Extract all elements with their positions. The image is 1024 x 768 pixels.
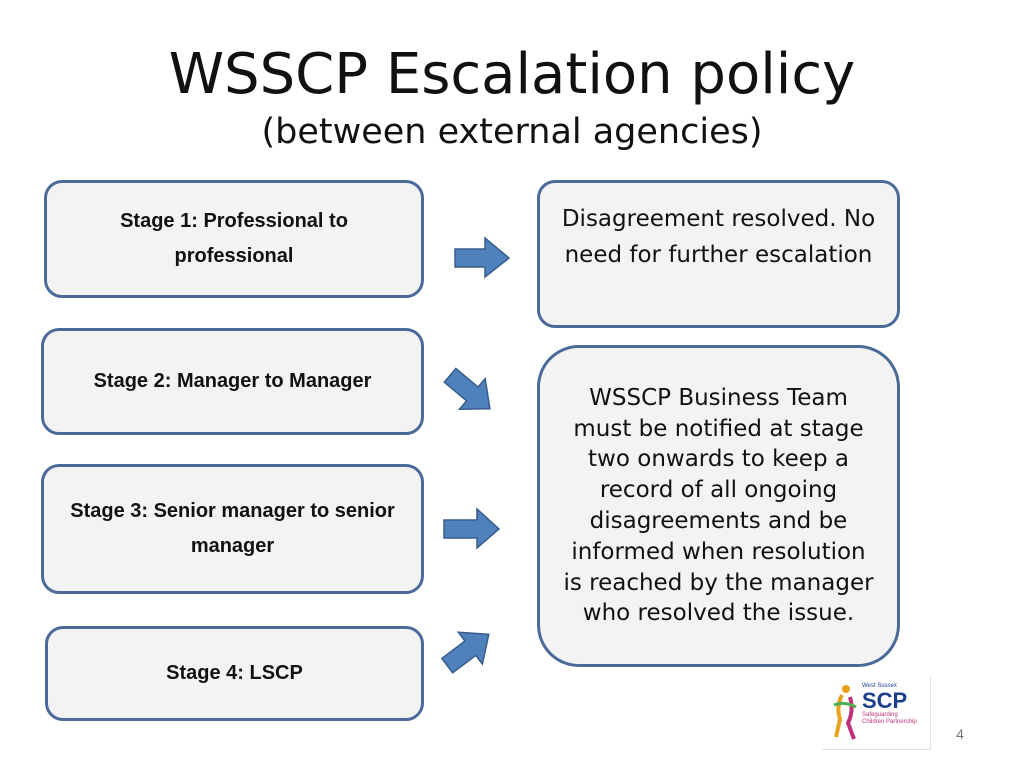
slide-subtitle: (between external agencies) — [261, 112, 763, 152]
resolved-outcome-text: Disagreement resolved. No need for furth… — [561, 206, 876, 268]
stage-3-label: Stage 3: Senior manager to senior manage… — [70, 500, 395, 557]
business-team-text: WSSCP Business Team must be notified at … — [563, 384, 874, 627]
arrow-stage-4-icon — [440, 631, 490, 674]
stage-2-box: Stage 2: Manager to Manager — [41, 328, 424, 435]
resolved-outcome-box: Disagreement resolved. No need for furth… — [537, 180, 900, 328]
arrow-stage-1-icon — [454, 236, 511, 279]
stage-1-box: Stage 1: Professional to professional — [44, 180, 424, 298]
logo-tagline-1: Safeguarding — [862, 712, 898, 718]
wsscp-logo: West Sussex SCP Safeguarding Children Pa… — [822, 677, 931, 750]
children-figure-icon — [833, 685, 857, 740]
business-team-box: WSSCP Business Team must be notified at … — [537, 345, 900, 667]
arrow-stage-2-icon — [443, 367, 491, 411]
stage-3-box: Stage 3: Senior manager to senior manage… — [41, 464, 424, 594]
logo-acronym: SCP — [862, 688, 908, 713]
stage-1-label: Stage 1: Professional to professional — [120, 210, 348, 267]
page-number: 4 — [956, 726, 964, 742]
logo-region: West Sussex — [862, 683, 897, 689]
stage-4-label: Stage 4: LSCP — [166, 662, 303, 684]
slide-title: WSSCP Escalation policy — [168, 42, 856, 107]
arrow-stage-3-icon — [443, 507, 501, 550]
stage-4-box: Stage 4: LSCP — [45, 626, 424, 721]
logo-tagline-2: Children Partnership — [862, 719, 917, 725]
stage-2-label: Stage 2: Manager to Manager — [93, 370, 372, 392]
